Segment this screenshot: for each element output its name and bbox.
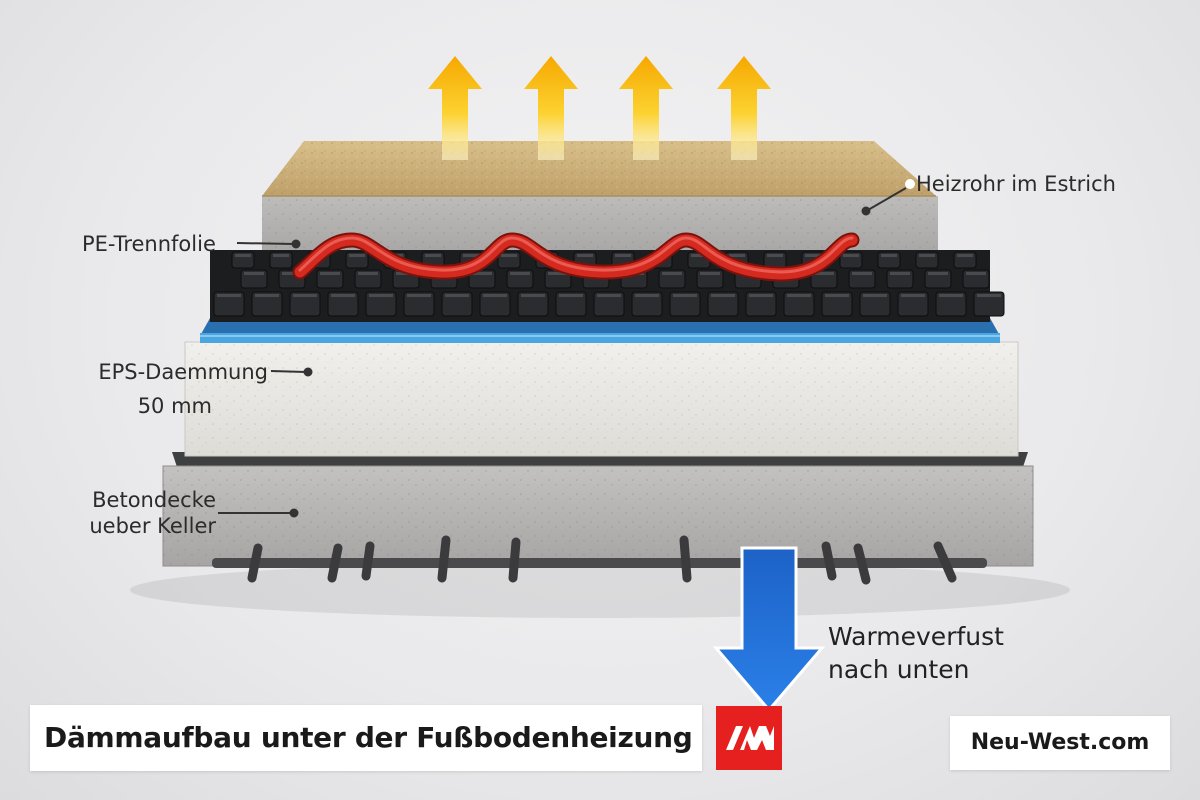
plate-knob-highlight: [559, 294, 583, 297]
plate-knob-highlight: [957, 254, 973, 257]
label-concrete-1: Betondecke: [40, 487, 216, 513]
plate-knob-highlight: [928, 272, 948, 275]
brand-name: Neu-West.com: [950, 730, 1170, 755]
title-box: Dämmaufbau unter der Fußbodenheizung: [30, 705, 702, 771]
plate-knob-highlight: [767, 254, 783, 257]
plate-knob-highlight: [293, 294, 317, 297]
floor-shadow: [130, 562, 1070, 618]
brand-box: Neu-West.com: [950, 716, 1170, 770]
plate-knob-highlight: [662, 272, 682, 275]
plate-knob-highlight: [217, 294, 241, 297]
plate-knob-highlight: [358, 272, 378, 275]
eps-insulation-layer: [185, 342, 1018, 456]
plate-knob-highlight: [825, 294, 849, 297]
brand-logo: [716, 706, 782, 770]
plate-knob-highlight: [615, 254, 631, 257]
nw-logo-icon: [716, 706, 782, 770]
plate-knob-highlight: [787, 294, 811, 297]
plate-knob-highlight: [510, 272, 530, 275]
plate-knob-highlight: [445, 294, 469, 297]
plate-knob-highlight: [235, 254, 251, 257]
plate-knob-highlight: [425, 254, 441, 257]
plate-knob-highlight: [369, 294, 393, 297]
plate-knob-highlight: [320, 272, 340, 275]
plate-knob-highlight: [501, 254, 517, 257]
plate-knob-highlight: [939, 294, 963, 297]
plate-knob-highlight: [977, 294, 1001, 297]
plate-knob-highlight: [407, 294, 431, 297]
plate-knob-highlight: [863, 294, 887, 297]
label-eps-2: 50 mm: [40, 393, 212, 419]
plate-knob-highlight: [331, 294, 355, 297]
knob-plate: [210, 250, 1004, 322]
plate-knob-highlight: [255, 294, 279, 297]
plate-knob-highlight: [597, 294, 621, 297]
label-marker: [905, 179, 915, 189]
plate-knob-highlight: [749, 294, 773, 297]
label-pe-foil: PE-Trennfolie: [82, 231, 216, 257]
plate-knob-highlight: [966, 272, 986, 275]
plate-knob-highlight: [711, 294, 735, 297]
plate-knob-highlight: [635, 294, 659, 297]
plate-knob-highlight: [901, 294, 925, 297]
plate-knob-highlight: [890, 272, 910, 275]
plate-knob-highlight: [521, 294, 545, 297]
plate-knob-highlight: [729, 254, 745, 257]
label-heat-loss-2: nach unten: [828, 653, 969, 687]
plate-knob-highlight: [244, 272, 264, 275]
page-title: Dämmaufbau unter der Fußbodenheizung: [44, 721, 693, 754]
estrich-surface: [262, 141, 936, 196]
label-eps-1: EPS-Daemmung: [40, 359, 268, 385]
label-concrete-2: ueber Keller: [40, 513, 216, 539]
plate-knob-highlight: [273, 254, 289, 257]
plate-knob-highlight: [673, 294, 697, 297]
label-heating-pipe: Heizrohr im Estrich: [916, 171, 1116, 197]
plate-knob-highlight: [349, 254, 365, 257]
label-heat-loss-1: Warmeverfust: [828, 620, 1004, 654]
plate-knob-highlight: [577, 254, 593, 257]
plate-knob-highlight: [843, 254, 859, 257]
plate-knob-highlight: [919, 254, 935, 257]
plate-knob-highlight: [700, 272, 720, 275]
plate-knob-highlight: [881, 254, 897, 257]
plate-knob-highlight: [852, 272, 872, 275]
plate-knob-highlight: [483, 294, 507, 297]
